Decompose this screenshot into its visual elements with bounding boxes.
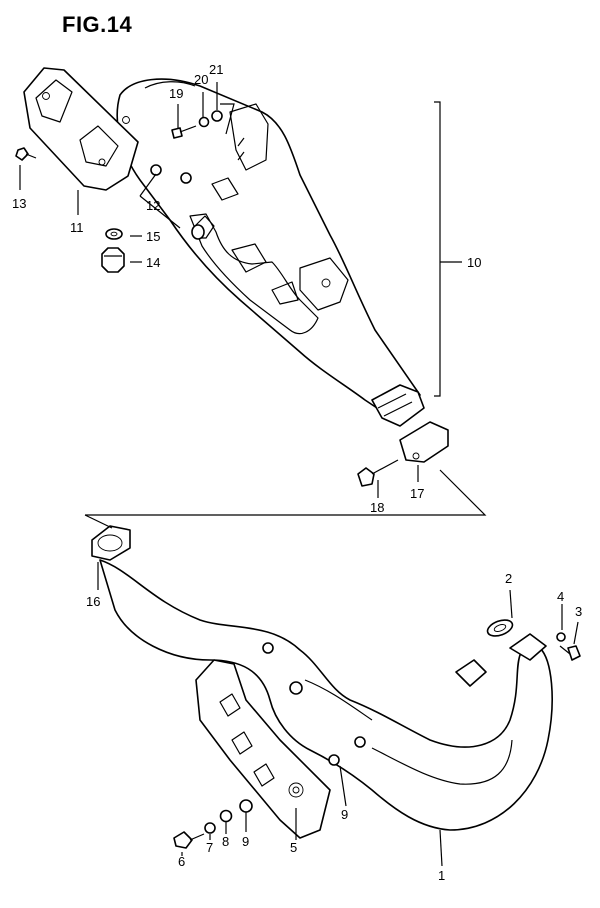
clamp-17 [399,421,449,463]
washer-15 [105,228,123,240]
callout-9-right: 9 [341,807,348,822]
bolt-13 [15,147,37,161]
grommet-9a [239,799,253,813]
grommet-9b [328,754,340,766]
callout-14: 14 [146,255,160,270]
nut-8 [219,809,233,823]
exhaust-pipe [99,559,553,831]
callout-13: 13 [12,196,26,211]
callout-11: 11 [70,220,84,235]
callout-16: 16 [86,594,100,609]
bolt-18 [357,459,399,487]
bolt-19 [171,125,197,139]
callout-21: 21 [209,62,223,77]
callout-4: 4 [557,589,564,604]
callout-5: 5 [290,840,297,855]
callout-7: 7 [206,840,213,855]
washer-4 [556,632,566,642]
callout-labels: 10 13 11 12 15 14 19 20 21 18 17 16 2 4 … [12,62,582,883]
callout-12: 12 [146,198,160,213]
nut-14 [101,247,125,273]
callout-6: 6 [178,854,185,869]
gasket-16 [91,525,131,561]
washer-21 [211,110,223,122]
callout-20: 20 [194,72,208,87]
callout-8: 8 [222,834,229,849]
leader-lines [19,82,579,867]
muffler-heat-cover [23,67,139,191]
washer-20 [198,116,210,128]
figure-title: FIG.14 [62,12,133,37]
pipe-heat-cover [195,659,331,839]
callout-19: 19 [169,86,183,101]
callout-1: 1 [438,868,445,883]
callout-10: 10 [467,255,481,270]
bolt-3 [559,645,581,661]
washer-7 [204,822,216,834]
bolt-6 [173,831,205,849]
callout-2: 2 [505,571,512,586]
callout-9-left: 9 [242,834,249,849]
callout-18: 18 [370,500,384,515]
callout-15: 15 [146,229,160,244]
callout-17: 17 [410,486,424,501]
gasket-2 [486,619,514,637]
muffler [116,78,425,427]
callout-3: 3 [575,604,582,619]
